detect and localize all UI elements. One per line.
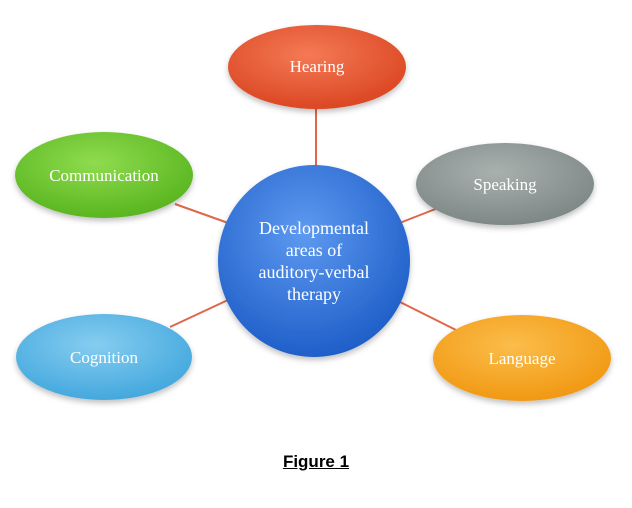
node-cognition-label: Cognition <box>70 348 139 367</box>
center-node <box>218 165 410 357</box>
node-hearing-label: Hearing <box>290 57 345 76</box>
node-cognition <box>16 314 192 400</box>
node-hearing-shape <box>228 25 406 109</box>
connector-communication <box>174 203 232 225</box>
node-hearing <box>228 25 406 109</box>
connector-cognition <box>169 299 229 328</box>
node-communication-shape <box>15 132 193 218</box>
node-language-shape <box>433 315 611 401</box>
node-speaking-shape <box>416 143 594 225</box>
node-language <box>433 315 611 401</box>
center-label-line-1: Developmental <box>259 218 369 238</box>
center-label-line-4: therapy <box>287 284 341 304</box>
node-communication <box>15 132 193 218</box>
connector-speaking <box>396 207 439 225</box>
center-label-line-3: auditory-verbal <box>259 262 370 282</box>
node-language-label: Language <box>488 349 555 368</box>
figure-caption: Figure 1 <box>282 452 350 471</box>
node-speaking <box>416 143 594 225</box>
center-label-line-2: areas of <box>286 240 342 260</box>
connector-language <box>399 301 459 332</box>
center-node-shape <box>218 165 410 357</box>
node-cognition-shape <box>16 314 192 400</box>
node-communication-label: Communication <box>49 166 159 185</box>
node-speaking-label: Speaking <box>473 175 537 194</box>
